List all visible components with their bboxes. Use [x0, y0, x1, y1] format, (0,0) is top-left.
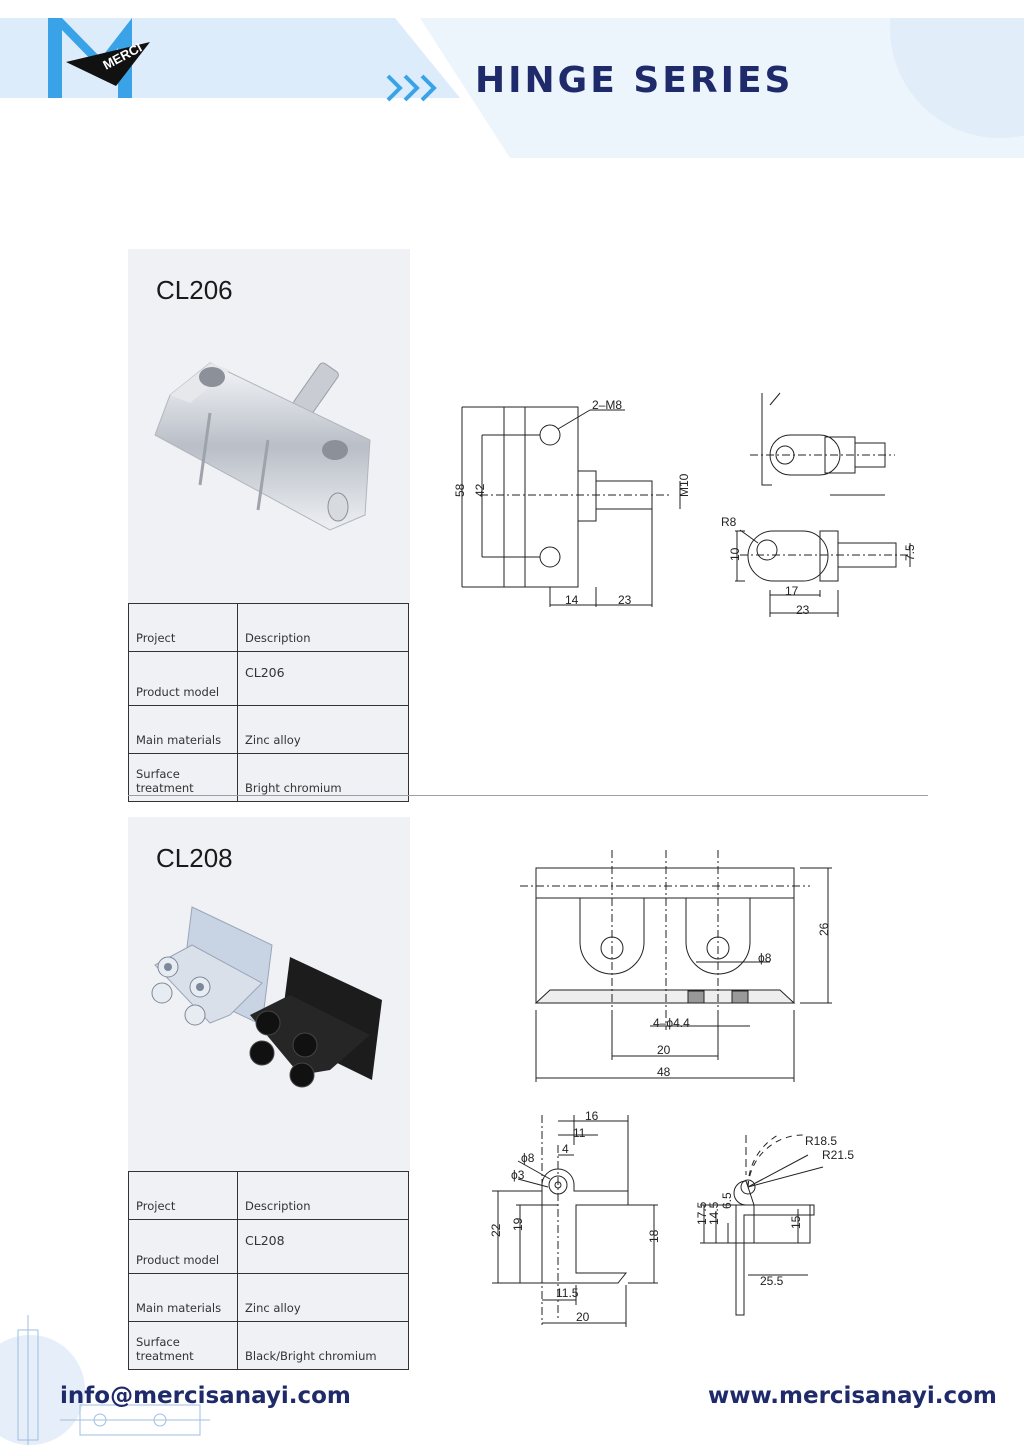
dim-label: 6.5	[720, 1192, 734, 1209]
dim-label: 19	[511, 1217, 525, 1231]
dim-label: 14.5	[707, 1201, 721, 1225]
product-model-title: CL206	[156, 275, 233, 305]
dim-label: 25.5	[760, 1274, 784, 1288]
dim-label: ϕ8	[521, 1151, 535, 1165]
dim-label: 7.5	[903, 544, 917, 561]
spec-header-description: Description	[237, 1171, 409, 1220]
decorative-blueprint	[0, 1315, 210, 1445]
spec-value: Bright chromium	[237, 753, 409, 802]
cl208-technical-drawing-side: 16 11 4 ϕ8 ϕ3 22 19 18 11.5 20 R18.5 R21…	[489, 1109, 854, 1327]
dim-label: 15	[789, 1215, 803, 1229]
dim-label: R21.5	[822, 1148, 854, 1162]
product-model-title: CL208	[156, 843, 233, 873]
dim-label: 11	[573, 1126, 586, 1140]
dim-label: 22	[489, 1223, 503, 1237]
cl208-product-photo	[151, 906, 382, 1088]
dim-label: M10	[677, 473, 691, 497]
spec-value: Zinc alloy	[237, 1273, 409, 1322]
spec-label: Product model	[128, 1219, 238, 1274]
dim-label: 17	[785, 584, 799, 598]
dim-label: 10	[728, 547, 742, 561]
dim-label: 48	[657, 1065, 671, 1079]
dim-label: 16	[585, 1109, 599, 1123]
dim-label: 2–M8	[592, 398, 622, 412]
dim-label: 20	[657, 1043, 671, 1057]
spec-label: Main materials	[128, 705, 238, 754]
dim-label: ϕ8	[758, 951, 772, 965]
dim-label: 23	[618, 593, 632, 607]
dim-label: 11.5	[556, 1286, 579, 1300]
dim-label: 17.5	[695, 1201, 709, 1225]
footer-email-link[interactable]: info@mercisanayi.com	[60, 1383, 351, 1409]
page-title: HINGE SERIES	[475, 60, 794, 101]
dim-label: R8	[721, 515, 737, 529]
dim-label: R18.5	[805, 1134, 837, 1148]
merci-logo: MERCI	[48, 18, 150, 98]
dim-label: 14	[565, 593, 579, 607]
spec-label: Surface treatment	[128, 1321, 238, 1370]
spec-label: Surface treatment	[128, 753, 238, 802]
cl206-product-photo	[154, 362, 371, 531]
spec-header-project: Project	[128, 603, 238, 652]
cl206-technical-drawing: 2–M8 58 42 M10 14 23 R8 10 7.5 17 23	[453, 392, 917, 617]
spec-label: Product model	[128, 651, 238, 706]
dim-label: 58	[453, 483, 467, 497]
spec-header-description: Description	[237, 603, 409, 652]
cl208-technical-drawing-front: 26 ϕ8 4–ϕ4.4 20 48	[520, 850, 832, 1082]
chevrons-icon	[386, 74, 437, 102]
spec-value: Black/Bright chromium	[237, 1321, 409, 1370]
spec-header-project: Project	[128, 1171, 238, 1220]
spec-value: CL206	[237, 651, 409, 706]
dim-label: 20	[576, 1310, 590, 1324]
dim-label: 42	[473, 483, 487, 497]
spec-value: CL208	[237, 1219, 409, 1274]
spec-label: Main materials	[128, 1273, 238, 1322]
dim-label: 18	[647, 1229, 661, 1243]
section-divider	[128, 795, 928, 796]
dim-label: ϕ3	[511, 1168, 525, 1182]
dim-label: 4	[562, 1142, 569, 1156]
spec-value: Zinc alloy	[237, 705, 409, 754]
footer-website-link[interactable]: www.mercisanayi.com	[708, 1383, 997, 1409]
dim-label: 23	[796, 603, 810, 617]
dim-label: 26	[817, 922, 831, 936]
dim-label: 4–ϕ4.4	[653, 1016, 690, 1030]
